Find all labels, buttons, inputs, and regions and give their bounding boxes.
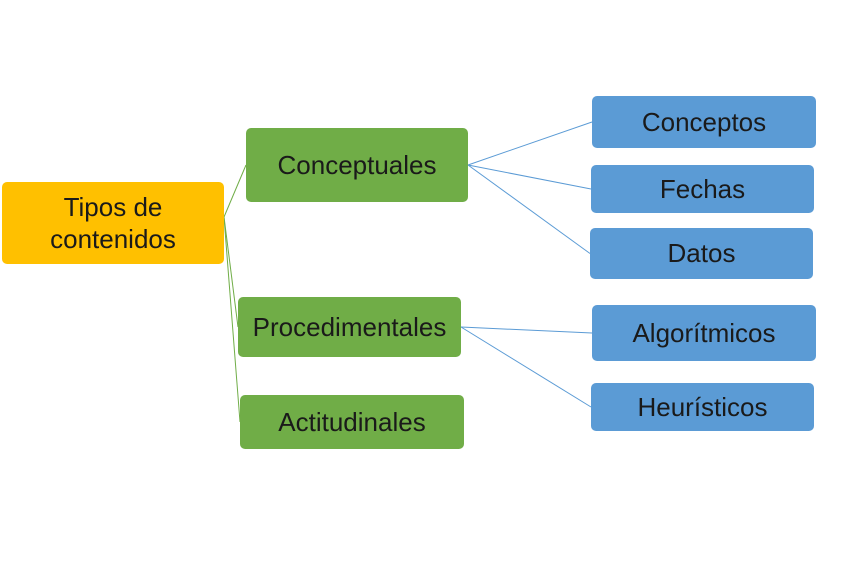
node-actitudinales: Actitudinales xyxy=(240,395,464,449)
connector-conceptuales-datos xyxy=(467,164,591,254)
connector-conceptuales-fechas xyxy=(467,164,592,190)
node-heuristicos: Heurísticos xyxy=(591,383,814,431)
node-algoritmicos: Algorítmicos xyxy=(592,305,816,361)
node-conceptuales: Conceptuales xyxy=(246,128,468,202)
connector-root-conceptuales xyxy=(223,164,247,218)
node-fechas: Fechas xyxy=(591,165,814,213)
connector-root-procedimentales xyxy=(223,216,239,328)
node-datos: Datos xyxy=(590,228,813,279)
node-procedimentales: Procedimentales xyxy=(238,297,461,357)
connector-procedimentales-heuristicos xyxy=(460,326,592,408)
root-node-tipos-de-contenidos: Tipos de contenidos xyxy=(2,182,224,264)
connector-conceptuales-conceptos xyxy=(467,121,593,166)
connector-root-actitudinales xyxy=(223,216,241,423)
node-conceptos: Conceptos xyxy=(592,96,816,148)
connector-procedimentales-algoritmicos xyxy=(460,326,593,334)
